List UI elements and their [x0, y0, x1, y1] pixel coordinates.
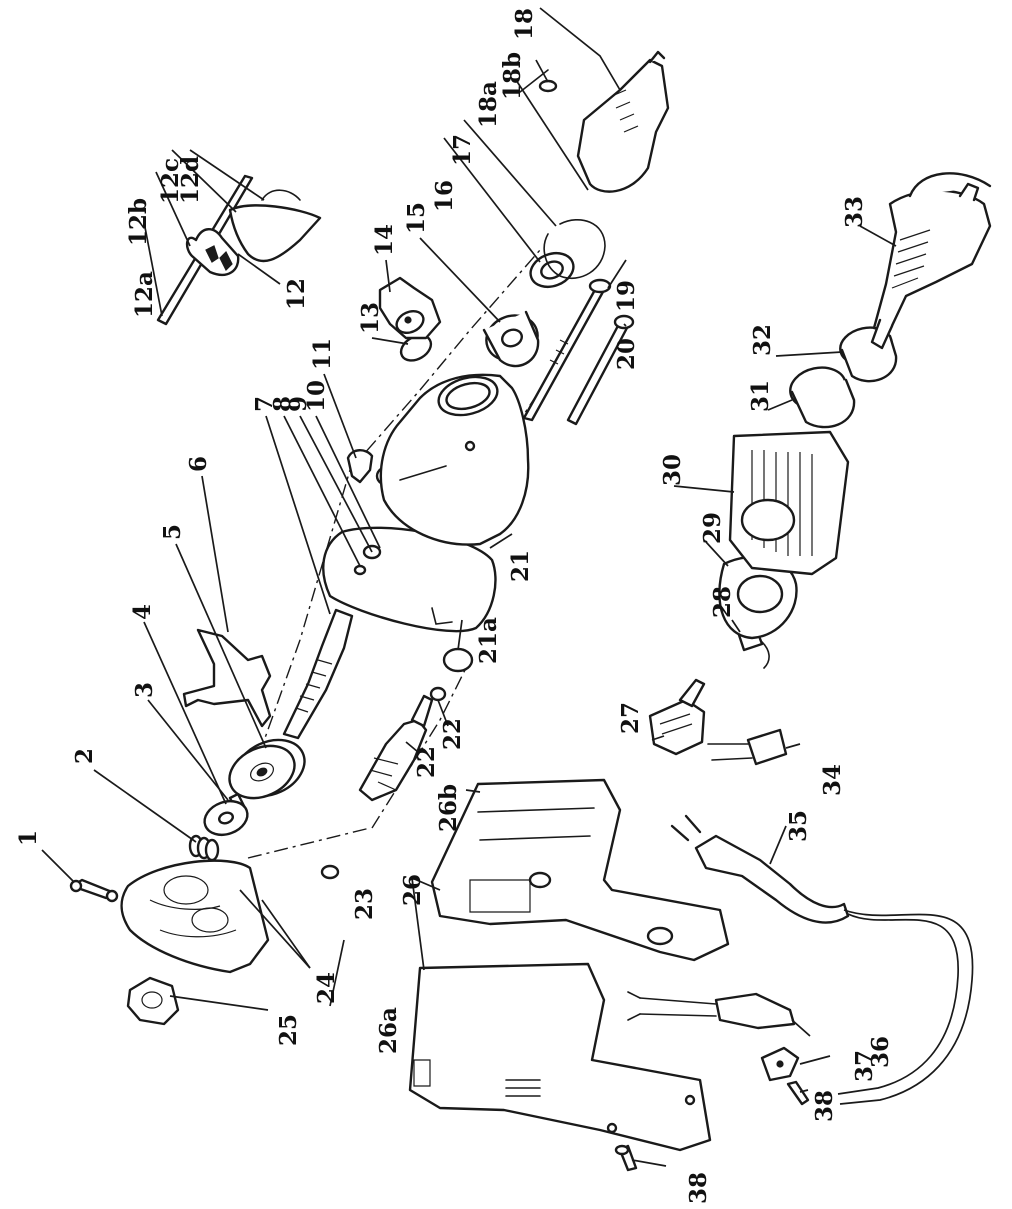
label-18b: 18b: [499, 52, 526, 100]
label-26: 26: [399, 874, 426, 906]
label-1: 1: [15, 830, 42, 846]
part-21-gear-housing: [379, 373, 530, 546]
label-20: 20: [613, 338, 640, 370]
part-21a-bushing: [442, 647, 474, 673]
label-22-lower: 23: [351, 888, 378, 920]
label-29: 29: [699, 512, 726, 544]
label-35: 35: [785, 810, 812, 842]
part-27-switch: [648, 678, 706, 756]
part-33-armature: [870, 172, 992, 350]
label-21: 21: [507, 550, 534, 582]
label-24: 24: [313, 972, 340, 1004]
label-21a: 21a: [475, 617, 502, 664]
part-20-screw: [566, 314, 635, 426]
label-19: 19: [613, 280, 640, 312]
part-7-shaft: [282, 608, 354, 740]
label-25: 25: [275, 1014, 302, 1046]
part-4-washer: [203, 799, 249, 837]
label-12a: 12a: [131, 271, 158, 318]
label-12: 12: [283, 278, 310, 310]
part-12-chuck-key: [156, 174, 322, 326]
label-17: 17: [449, 134, 476, 166]
part-14-coupling: [378, 276, 442, 340]
part-17-circlip: [543, 219, 606, 280]
part-24-gearbox-base: [120, 859, 270, 974]
label-11: 11: [309, 338, 336, 370]
label-37: 37: [851, 1050, 878, 1082]
leader-lines: [41, 7, 897, 1167]
part-38-screw-lower: [614, 1144, 638, 1172]
label-32: 32: [749, 324, 776, 356]
label-13: 13: [357, 302, 384, 334]
part-15-bearing: [482, 310, 540, 368]
part-19-screw: [522, 278, 612, 422]
label-10: 10: [303, 380, 330, 412]
label-30: 30: [659, 454, 686, 486]
label-16: 16: [431, 180, 458, 212]
part-30-stator: [728, 430, 850, 576]
label-12c: 12c: [157, 158, 184, 204]
label-34: 34: [819, 764, 846, 796]
label-28: 28: [709, 586, 736, 618]
label-38-lower: 38: [685, 1172, 712, 1204]
part-26b-housing-right: [430, 778, 730, 962]
part-22-washer-lower: [320, 864, 340, 880]
label-9: 9: [285, 396, 312, 412]
label-14: 14: [371, 224, 398, 256]
label-31: 31: [747, 380, 774, 412]
label-38-upper: 38: [811, 1090, 838, 1122]
label-12b: 12b: [125, 198, 152, 246]
label-33: 33: [841, 196, 868, 228]
label-2: 2: [71, 748, 98, 764]
part-2-spring: [188, 834, 220, 862]
label-7: 7: [251, 396, 278, 412]
label-18: 18: [511, 8, 538, 40]
label-3: 3: [131, 682, 158, 698]
label-12d: 12d: [177, 156, 204, 204]
callout-labels: 1 2 3 4 5 6 7 8 9 10 11 12 12a 12b 12c 1…: [15, 8, 894, 1204]
part-38-screw-upper: [786, 1080, 810, 1106]
label-26b: 26b: [435, 784, 462, 832]
part-34-capacitor: [707, 728, 788, 766]
label-18a: 18a: [475, 81, 502, 128]
label-8: 8: [269, 396, 296, 412]
part-23-pinion: [358, 694, 434, 802]
label-15: 15: [403, 202, 430, 234]
label-22-upper: 22: [439, 718, 466, 750]
label-6: 6: [185, 456, 212, 472]
part-6-bracket: [182, 628, 272, 728]
part-1-spring-pin: [69, 878, 119, 903]
label-36: 36: [867, 1036, 894, 1068]
part-36-cable-sleeve: [627, 991, 796, 1030]
label-23: 22: [413, 746, 440, 778]
label-4: 4: [129, 604, 156, 620]
part-26a-housing-left: [408, 962, 712, 1152]
part-35-power-cord: [670, 814, 974, 1105]
part-25-nut: [126, 976, 180, 1026]
label-26a: 26a: [375, 1007, 402, 1054]
part-31-bearing-cap: [789, 366, 856, 429]
part-37-cable-clamp: [760, 1046, 800, 1082]
label-27: 27: [617, 702, 644, 734]
part-29-brush-holder: [718, 555, 798, 640]
label-5: 5: [159, 524, 186, 540]
part-5-gear-wheel: [228, 738, 306, 800]
part-18-drill-chuck: [519, 50, 670, 193]
part-22-washer-upper: [429, 686, 447, 702]
